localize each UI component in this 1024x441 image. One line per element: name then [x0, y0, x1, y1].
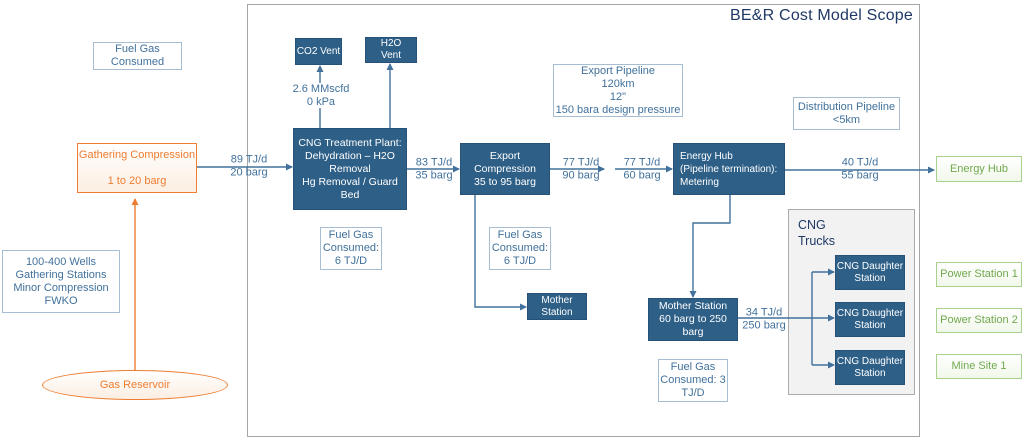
distribution-pipeline-note: Distribution Pipeline <5km — [793, 97, 900, 130]
export-compression-box: Export Compression 35 to 95 barg — [460, 143, 550, 195]
scope-title: BE&R Cost Model Scope — [730, 7, 913, 24]
flow-label-77tjd-90barg: 77 TJ/d 90 barg — [562, 156, 600, 182]
h2o-vent-box: H2O Vent — [365, 37, 417, 63]
energy-hub-metering-box: Energy Hub (Pipeline termination): Meter… — [673, 143, 785, 195]
flow-label-89tjd: 89 TJ/d 20 barg — [230, 153, 268, 179]
energy-hub-destination: Energy Hub — [936, 156, 1022, 182]
wells-note: 100-400 Wells Gathering Stations Minor C… — [2, 250, 120, 313]
power-station-1: Power Station 1 — [936, 262, 1022, 287]
mine-site-1: Mine Site 1 — [936, 354, 1022, 379]
mother-station-box: Mother Station — [527, 293, 587, 320]
cng-daughter-station-1: CNG Daughter Station — [835, 255, 905, 290]
gathering-compression-box: Gathering Compression 1 to 20 barg — [77, 143, 197, 193]
export-pipeline-note: Export Pipeline 120km 12" 150 bara desig… — [553, 64, 683, 117]
cng-trucks-label: CNG Trucks — [798, 218, 836, 248]
scope-boundary — [247, 4, 920, 437]
fuel-gas-mother-note: Fuel Gas Consumed: 3 TJ/D — [658, 359, 728, 402]
mother-station-250-box: Mother Station 60 barg to 250 barg — [648, 298, 738, 341]
fuel-gas-consumed-note: Fuel Gas Consumed — [93, 42, 182, 70]
fuel-gas-treatment-note: Fuel Gas Consumed: 6 TJ/D — [320, 227, 382, 270]
flow-label-77tjd-60barg: 77 TJ/d 60 barg — [623, 156, 661, 182]
vent-rate-label: 2.6 MMscfd 0 kPa — [292, 83, 350, 108]
cng-daughter-station-3: CNG Daughter Station — [835, 350, 905, 385]
cng-treatment-plant-box: CNG Treatment Plant: Dehydration – H2O R… — [293, 128, 407, 210]
power-station-2: Power Station 2 — [936, 308, 1022, 333]
flow-label-34tjd: 34 TJ/d 250 barg — [742, 306, 786, 332]
flow-label-83tjd: 83 TJ/d 35 barg — [415, 156, 453, 182]
gas-reservoir-ellipse: Gas Reservoir — [42, 370, 228, 400]
co2-vent-box: CO2 Vent — [295, 38, 342, 65]
cng-daughter-station-2: CNG Daughter Station — [835, 302, 905, 337]
fuel-gas-export-note: Fuel Gas Consumed: 6 TJ/D — [489, 227, 551, 270]
flow-label-40tjd: 40 TJ/d 55 barg — [841, 156, 879, 182]
